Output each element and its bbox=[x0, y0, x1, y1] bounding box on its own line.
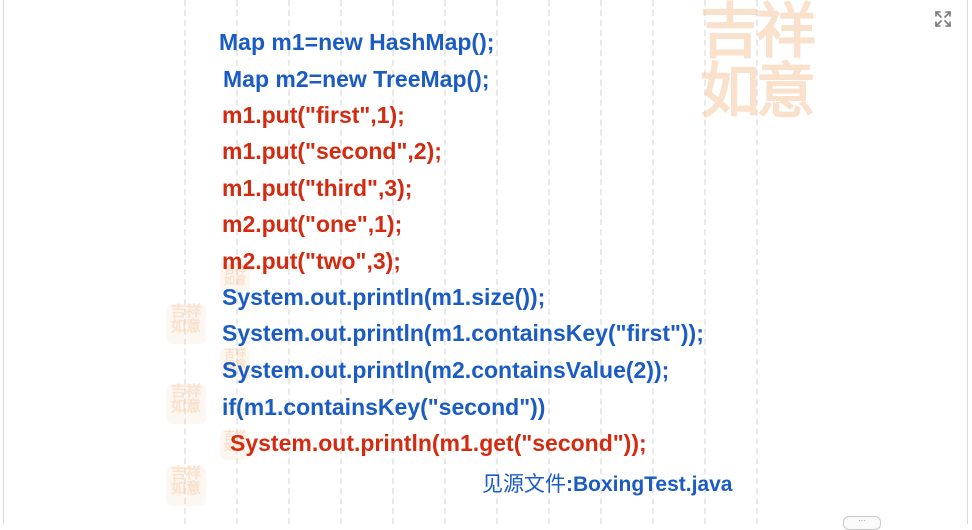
seal-stamp: 吉祥如意 bbox=[220, 348, 250, 378]
code-line: m1.put("second",2); bbox=[222, 138, 442, 164]
seal-stamp: 吉祥如意 bbox=[220, 264, 250, 294]
background-stripe bbox=[340, 0, 342, 524]
background-stripe bbox=[652, 0, 654, 524]
background-stripe bbox=[184, 0, 186, 524]
background-stripe bbox=[392, 0, 394, 524]
code-line: System.out.println(m1.get("second")); bbox=[230, 430, 647, 456]
seal-stamp: 吉祥如意 bbox=[166, 466, 206, 506]
background-stripe bbox=[756, 0, 758, 524]
source-filename: :BoxingTest.java bbox=[566, 473, 733, 496]
seal-watermark: 吉祥如意 bbox=[700, 0, 816, 127]
code-line: if(m1.containsKey("second")) bbox=[222, 394, 546, 420]
code-line: m1.put("third",3); bbox=[222, 175, 413, 201]
seal-stamp: 吉祥如意 bbox=[166, 304, 206, 344]
slide-frame: 吉祥如意 吉祥如意 吉祥如意 吉祥如意 吉祥如意 吉祥如意 吉祥如意 Map m… bbox=[3, 0, 968, 524]
fullscreen-expand-icon[interactable] bbox=[934, 10, 952, 28]
code-line: m1.put("first",1); bbox=[222, 102, 405, 128]
code-line: m2.put("two",3); bbox=[222, 248, 401, 274]
background-stripe bbox=[496, 0, 498, 524]
source-label: 见源文件 bbox=[482, 472, 566, 496]
code-line: System.out.println(m1.size()); bbox=[222, 284, 546, 310]
code-line: m2.put("one",1); bbox=[222, 211, 403, 237]
source-file-caption: 见源文件:BoxingTest.java bbox=[482, 468, 732, 498]
code-line: System.out.println(m2.containsValue(2)); bbox=[222, 357, 670, 383]
background-stripe bbox=[548, 0, 550, 524]
scroll-indicator[interactable]: ⋯ bbox=[843, 516, 881, 530]
seal-stamp: 吉祥如意 bbox=[166, 384, 206, 424]
background-stripe bbox=[444, 0, 446, 524]
background-stripe bbox=[288, 0, 290, 524]
code-line: System.out.println(m1.containsKey("first… bbox=[222, 320, 704, 346]
seal-stamp: 吉祥如意 bbox=[220, 430, 250, 460]
background-stripe bbox=[236, 0, 238, 524]
background-stripe bbox=[600, 0, 602, 524]
code-line: Map m1=new HashMap(); bbox=[219, 29, 495, 55]
code-line: Map m2=new TreeMap(); bbox=[223, 66, 490, 92]
background-stripe bbox=[704, 0, 706, 524]
